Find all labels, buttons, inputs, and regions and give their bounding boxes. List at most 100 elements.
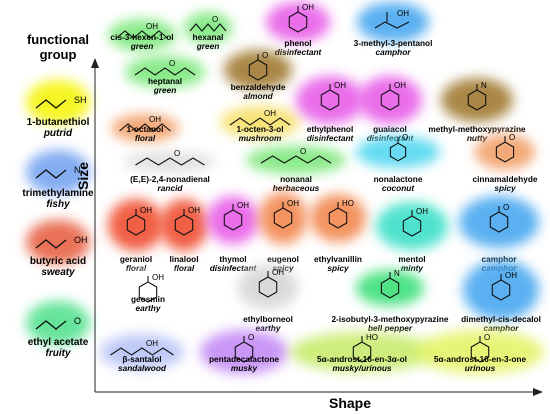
odor-blob [475, 134, 535, 170]
x-axis-arrowhead [533, 388, 543, 396]
molecule-odor: disinfectant [307, 133, 355, 143]
legend-skeleton [35, 99, 67, 109]
molecule-name: phenol [284, 38, 311, 48]
molecule-skeleton [352, 336, 372, 363]
odor-blob [200, 330, 288, 374]
molecule-name: ethylborneol [243, 314, 293, 324]
functional-group-label: OH [394, 81, 406, 90]
molecule-skeleton [234, 336, 254, 363]
molecule-skeleton [223, 204, 243, 231]
functional-group-label: OH [146, 22, 158, 31]
odor-blob [290, 332, 434, 372]
molecule-odor: camphor [375, 47, 411, 57]
molecule-skeleton [260, 155, 332, 164]
functional-group-label: O [174, 149, 180, 158]
molecule-odor: green [130, 41, 154, 51]
molecule-odor: mushroom [239, 133, 282, 143]
molecule-name: geosmin [131, 294, 165, 304]
functional-group-label: O [509, 133, 515, 142]
functional-group-label: O [484, 333, 490, 342]
molecule-name: methyl-methoxypyrazine [428, 124, 526, 134]
molecule-odor: green [196, 41, 220, 51]
molecule-eugenol: OHeugenolspicy [259, 192, 307, 273]
legend: SH1-butanethiolputridNtrimethylaminefish… [22, 80, 94, 359]
legend-group-label: N [74, 165, 81, 175]
molecule-skeleton [126, 209, 146, 236]
molecule-odor: musky [231, 363, 258, 373]
molecule-odor: nutty [467, 133, 488, 143]
legend-title-line1: functional [27, 32, 89, 47]
molecule-name: geraniol [120, 254, 152, 264]
functional-group-label: O [402, 133, 408, 142]
molecule-skeleton [110, 347, 174, 356]
functional-group-label: O [300, 147, 306, 156]
odor-blob [310, 194, 366, 242]
molecule-skeleton [138, 276, 158, 303]
legend-name: ethyl acetate [28, 337, 89, 348]
molecule-name: benzaldehyde [231, 82, 286, 92]
molecule-skeleton [328, 202, 348, 229]
odor-blob [259, 192, 307, 244]
legend-odor: sweaty [41, 267, 75, 278]
functional-group-label: OH [237, 201, 249, 210]
molecule-name: mentol [398, 254, 425, 264]
legend-blob [26, 80, 90, 124]
molecule-odor: almond [243, 91, 273, 101]
legend-name: trimethylamine [22, 188, 94, 199]
molecule-skeleton [273, 202, 293, 229]
molecule-name: 5α-androst-16-en-3α-ol [317, 354, 407, 364]
odor-blob [416, 330, 544, 374]
molecule-name: eugenol [267, 254, 299, 264]
functional-group-label: O [212, 15, 218, 24]
odor-blob [266, 2, 330, 42]
molecule-odor: disinfectant [210, 263, 258, 273]
molecule-skeleton [491, 274, 511, 301]
odor-blob [108, 199, 164, 251]
odor-blob [184, 12, 232, 44]
molecule-name: cinnamaldehyde [472, 174, 537, 184]
molecule-name: β-santalol [122, 354, 161, 364]
legend-title-line2: group [40, 47, 77, 62]
odor-blob [125, 56, 205, 88]
legend-group-label: SH [74, 95, 87, 105]
molecule-skeleton [489, 206, 509, 233]
molecule-odor: herbaceous [273, 183, 320, 193]
functional-group-label: O [503, 203, 509, 212]
molecule-name: 2-isobutyl-3-methoxypyrazine [331, 314, 448, 324]
molecule-name: 3-methyl-3-pentanol [354, 38, 433, 48]
legend-odor: fishy [46, 199, 70, 210]
legend-skeleton [35, 239, 67, 249]
molecule-odor: musky/urinous [332, 363, 391, 373]
functional-group-label: OH [146, 339, 158, 348]
odor-blob [124, 152, 216, 172]
legend-name: butyric acid [30, 256, 86, 267]
molecule-skeleton [258, 271, 278, 298]
molecule-skeleton [380, 84, 400, 111]
molecule-skeleton [470, 336, 490, 363]
legend-group-label: OH [74, 235, 88, 245]
odor-blob [356, 270, 424, 306]
molecule-name: dimethyl-cis-decalol [461, 314, 541, 324]
molecule-name: 1-octanol [127, 124, 164, 134]
molecule-skeleton [189, 23, 227, 32]
molecule-odor: camphor [483, 323, 519, 333]
